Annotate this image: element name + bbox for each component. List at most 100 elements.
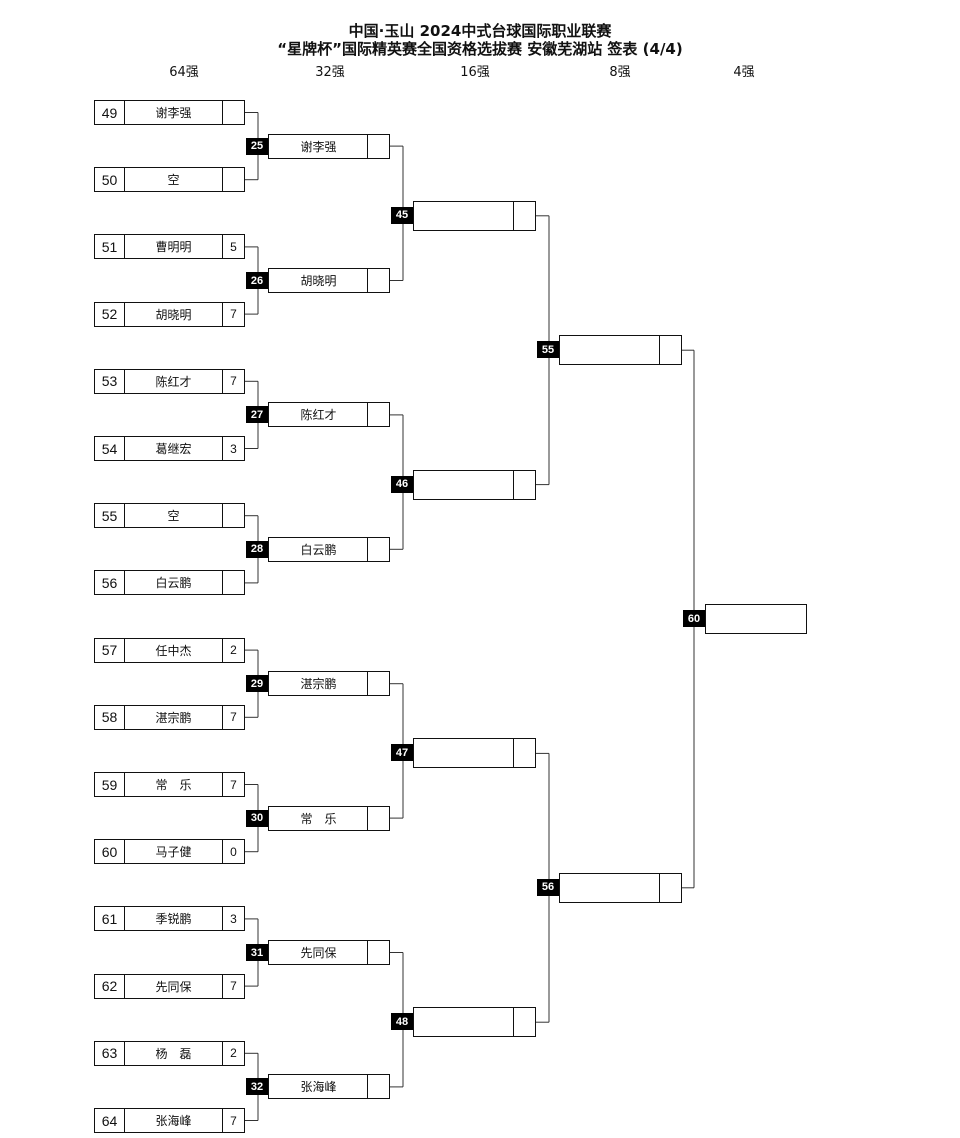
round-label-32: 32强	[315, 65, 345, 80]
player-name	[706, 605, 806, 633]
bracket-title-line2: “星牌杯”国际精英赛全国资格选拔赛 安徽芜湖站 签表 (4/4)	[277, 40, 683, 58]
player-name: 张海峰	[155, 1114, 192, 1128]
player-name: 张海峰	[300, 1080, 337, 1095]
player-name: 空	[167, 509, 180, 524]
player-name: 任中杰	[155, 643, 192, 658]
match-score: 7	[222, 773, 244, 796]
r32-slot: 湛宗鹏	[268, 671, 390, 697]
player-name: 白云鹏	[155, 576, 192, 591]
match-number-badge: 29	[246, 675, 268, 693]
match-score	[367, 941, 389, 964]
player-name: 马子健	[155, 845, 192, 860]
match-score: 7	[222, 705, 244, 729]
seed-number: 55	[95, 504, 125, 528]
match-number-badge: 31	[246, 944, 268, 961]
r32-slot: 谢李强	[268, 133, 390, 159]
match-number-badge: 55	[537, 341, 559, 359]
match-score	[367, 1075, 389, 1099]
seed-number: 53	[95, 369, 125, 393]
r64-slot: 64 张海峰 7	[94, 1108, 245, 1133]
r16-slot	[413, 200, 536, 231]
r4-slot	[705, 604, 807, 634]
match-score	[222, 168, 244, 192]
player-name: 季锐鹏	[155, 912, 192, 927]
match-score: 3	[222, 437, 244, 460]
r64-slot: 57 任中杰 2	[94, 637, 245, 663]
seed-number: 63	[95, 1041, 125, 1065]
match-score	[659, 336, 681, 365]
match-score	[513, 739, 535, 768]
r64-slot: 54 葛继宏 3	[94, 436, 245, 461]
player-name: 葛继宏	[155, 442, 192, 456]
match-score	[513, 1008, 535, 1037]
match-score	[367, 672, 389, 696]
seed-number: 58	[95, 705, 125, 729]
match-number-badge: 30	[246, 809, 268, 827]
match-score	[367, 269, 389, 292]
r16-slot	[413, 1007, 536, 1038]
seed-number: 51	[95, 235, 125, 259]
player-name: 谢李强	[155, 106, 192, 120]
match-number-badge: 45	[391, 206, 413, 224]
r16-slot	[413, 738, 536, 769]
player-name: 曹明明	[155, 240, 192, 255]
match-number-badge: 28	[246, 540, 268, 558]
match-score: 0	[222, 840, 244, 864]
seed-number: 54	[95, 437, 125, 460]
player-name: 常 乐	[155, 778, 192, 792]
player-name: 白云鹏	[300, 542, 337, 557]
player-name: 陈红才	[300, 408, 337, 423]
match-score: 2	[222, 638, 244, 662]
seed-number: 52	[95, 302, 125, 326]
match-number-badge: 25	[246, 137, 268, 155]
player-name: 陈红才	[155, 374, 192, 389]
match-number-badge: 48	[391, 1013, 413, 1031]
r64-slot: 55 空	[94, 503, 245, 529]
seed-number: 60	[95, 840, 125, 864]
r8-slot	[559, 872, 682, 903]
match-score: 7	[222, 1109, 244, 1132]
match-number-badge: 46	[391, 475, 413, 493]
seed-number: 64	[95, 1109, 125, 1132]
match-score	[367, 403, 389, 427]
match-score	[367, 806, 389, 830]
r64-slot: 58 湛宗鹏 7	[94, 704, 245, 730]
r16-slot	[413, 469, 536, 500]
seed-number: 57	[95, 638, 125, 662]
player-name: 先同保	[300, 946, 337, 960]
r32-slot: 陈红才	[268, 402, 390, 428]
player-name: 空	[167, 173, 180, 188]
match-number-badge: 56	[537, 878, 559, 896]
player-name: 谢李强	[300, 139, 337, 154]
player-name	[414, 471, 514, 499]
r32-slot: 胡晓明	[268, 268, 390, 293]
round-label-16: 16强	[460, 65, 490, 80]
seed-number: 62	[95, 974, 125, 998]
match-score: 7	[222, 974, 244, 998]
match-score: 3	[222, 907, 244, 931]
seed-number: 50	[95, 168, 125, 192]
match-number-badge: 27	[246, 406, 268, 424]
player-name: 常 乐	[300, 811, 337, 826]
match-number-badge: 60	[683, 610, 705, 627]
match-score	[222, 101, 244, 124]
round-label-4: 4强	[733, 65, 755, 80]
match-score	[513, 470, 535, 499]
player-name	[414, 739, 514, 767]
match-score: 7	[222, 302, 244, 326]
player-name: 湛宗鹏	[155, 710, 192, 725]
r64-slot: 50 空	[94, 167, 245, 193]
bracket-title-line1: 中国·玉山 2024中式台球国际职业联赛	[348, 22, 612, 40]
match-score	[222, 504, 244, 528]
player-name	[560, 874, 660, 902]
round-label-64: 64强	[169, 65, 199, 80]
match-score	[513, 201, 535, 230]
match-score	[367, 537, 389, 561]
player-name	[414, 202, 514, 230]
